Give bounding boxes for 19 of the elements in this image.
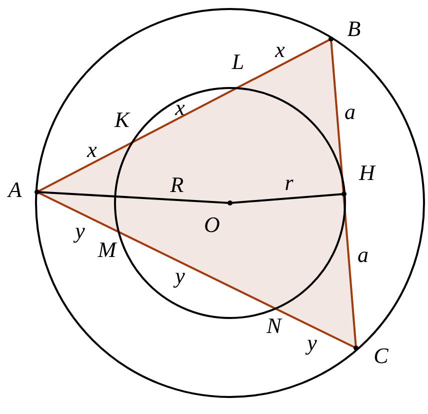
point-label: R bbox=[170, 174, 184, 196]
point-label: y bbox=[75, 220, 85, 242]
point-label: M bbox=[98, 239, 116, 261]
point-label: C bbox=[374, 345, 388, 367]
point-label: A bbox=[8, 179, 22, 201]
point-label: y bbox=[307, 332, 317, 354]
point-label: x bbox=[87, 139, 97, 161]
point-label: a bbox=[344, 101, 356, 123]
point-label: N bbox=[266, 315, 282, 337]
point-label: H bbox=[359, 162, 375, 184]
point-label: y bbox=[175, 265, 185, 287]
point-label: x bbox=[175, 97, 185, 119]
point-label: r bbox=[284, 172, 294, 194]
point-label: x bbox=[275, 39, 285, 61]
point-label: L bbox=[232, 51, 244, 73]
point-label: K bbox=[114, 109, 130, 131]
point-label: O bbox=[204, 214, 220, 236]
point-label: B bbox=[347, 18, 361, 40]
point-label: a bbox=[358, 244, 368, 266]
